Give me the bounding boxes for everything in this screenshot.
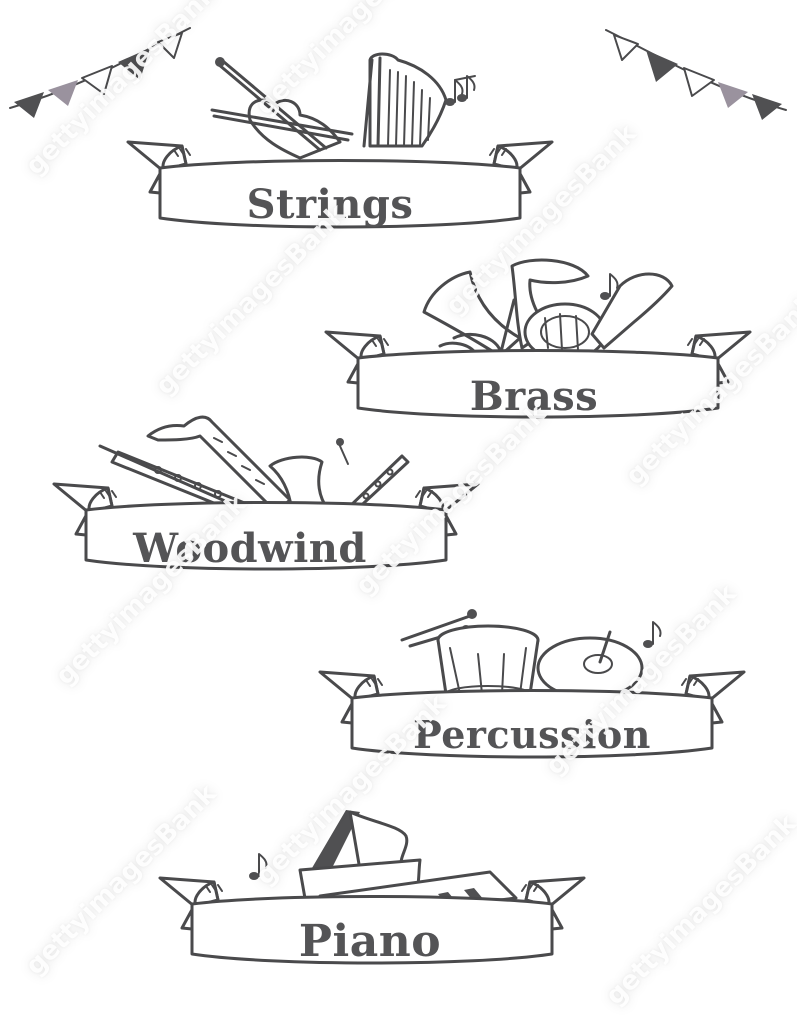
- banner-piano: Piano: [158, 810, 586, 967]
- banner-strings: Strings: [126, 52, 554, 229]
- banner-brass: Brass: [324, 258, 752, 420]
- banner-label: Piano: [299, 916, 441, 967]
- banner-percussion: Percussion: [318, 609, 746, 759]
- bunting-right-icon: [605, 29, 787, 121]
- banner-label: Woodwind: [132, 525, 367, 572]
- banner-woodwind: Woodwind: [52, 415, 480, 572]
- banner-label: Percussion: [413, 712, 651, 757]
- banner-label: Strings: [247, 181, 414, 228]
- bunting-left-icon: [9, 27, 191, 119]
- banner-label: Brass: [470, 373, 598, 420]
- drum-and-cymbal-icon: [400, 609, 662, 703]
- brass-horns-icon: [422, 258, 674, 362]
- violin-and-harp-icon: [210, 52, 476, 160]
